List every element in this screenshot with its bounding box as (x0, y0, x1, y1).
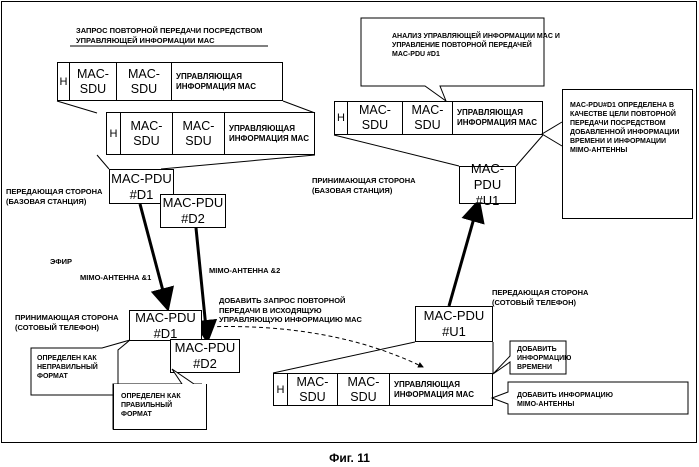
mac-frame-2: H MAC-SDU MAC-SDU УПРАВЛЯЮЩАЯИНФОРМАЦИЯ … (106, 112, 315, 155)
mac-sdu-cell: MAC-SDU (403, 102, 453, 134)
mac-sdu-cell: MAC-SDU (117, 63, 172, 100)
expand-line-2a (97, 155, 109, 169)
callout-add-mimo: ДОБАВИТЬ ИНФОРМАЦИЮ MIMO-АНТЕННЫ (517, 391, 613, 409)
callout-add-time: ДОБАВИТЬ ИНФОРМАЦИЮ ВРЕМЕНИ (517, 345, 571, 372)
mac-sdu-cell: MAC-SDU (288, 374, 338, 405)
callout-correct-format: ОПРЕДЕЛЕН КАК ПРАВИЛЬНЫЙ ФОРМАТ (121, 392, 181, 419)
mac-frame-phone: H MAC-SDU MAC-SDU УПРАВЛЯЮЩАЯИНФОРМАЦИЯ … (273, 373, 493, 406)
arrow-u1-air (449, 204, 478, 306)
mac-pdu-u1-tx: MAC-PDU#U1 (415, 306, 493, 342)
info-box-pointer (540, 120, 564, 150)
mac-pdu-d1-rx: MAC-PDU#D1 (129, 310, 202, 341)
mac-sdu-cell: MAC-SDU (338, 374, 390, 405)
mac-sdu-cell: MAC-SDU (173, 113, 225, 154)
rx-side-phone-label: ПРИНИМАЮЩАЯ СТОРОНА (СОТОВЫЙ ТЕЛЕФОН) (15, 313, 119, 332)
callout-analysis: АНАЛИЗ УПРАВЛЯЮЩЕЙ ИНФОРМАЦИИ MAC И УПРА… (392, 32, 560, 59)
mac-pdu-u1-rx: MAC-PDU#U1 (459, 166, 516, 204)
mimo-antenna-1-label: MIMO-АНТЕННА &1 (80, 273, 151, 283)
mac-sdu-cell: MAC-SDU (70, 63, 117, 100)
mimo-antenna-2-label: MIMO-АНТЕННА &2 (209, 266, 280, 276)
add-request-label: ДОБАВИТЬ ЗАПРОС ПОВТОРНОЙ ПЕРЕДАЧИ В ИСХ… (219, 296, 362, 325)
expand-line-4a (273, 342, 415, 373)
header-cell: H (58, 63, 70, 100)
callout-analysis-shape (360, 17, 546, 102)
mac-sdu-cell: MAC-SDU (348, 102, 403, 134)
mac-pdu-d2-tx: MAC-PDU#D2 (160, 194, 226, 228)
mac-control-info-cell: УПРАВЛЯЮЩАЯИНФОРМАЦИЯ MAC (225, 113, 314, 154)
tx-side-base-station-label: ПЕРЕДАЮЩАЯ СТОРОНА (БАЗОВАЯ СТАНЦИЯ) (6, 187, 102, 206)
title: ЗАПРОС ПОВТОРНОЙ ПЕРЕДАЧИ ПОСРЕДСТВОМ УП… (76, 26, 262, 45)
mac-control-info-cell: УПРАВЛЯЮЩАЯИНФОРМАЦИЯ MAC (390, 374, 492, 405)
header-cell: H (107, 113, 121, 154)
mac-sdu-cell: MAC-SDU (121, 113, 173, 154)
mac-frame-base-station: H MAC-SDU MAC-SDU УПРАВЛЯЮЩАЯИНФОРМАЦИЯ … (334, 101, 543, 135)
callout-wrong-format: ОПРЕДЕЛЕН КАК НЕПРАВИЛЬНЫЙ ФОРМАТ (37, 354, 98, 381)
mac-frame-1: H MAC-SDU MAC-SDU УПРАВЛЯЮЩАЯИНФОРМАЦИЯ … (57, 62, 283, 101)
mac-control-info-cell: УПРАВЛЯЮЩАЯИНФОРМАЦИЯ MAC (172, 63, 282, 100)
expand-line-3b (516, 135, 543, 166)
expand-line-3a (334, 135, 459, 166)
expand-line-2b (161, 155, 315, 169)
info-retransmission-target: MAC-PDU#D1 ОПРЕДЕЛЕНА В КАЧЕСТВЕ ЦЕЛИ ПО… (570, 101, 679, 155)
header-cell: H (274, 374, 288, 405)
expand-line-1a (57, 101, 97, 113)
air-label: ЭФИР (50, 257, 72, 267)
mac-control-info-cell: УПРАВЛЯЮЩАЯИНФОРМАЦИЯ MAC (453, 102, 542, 134)
tx-side-phone-label: ПЕРЕДАЮЩАЯ СТОРОНА (СОТОВЫЙ ТЕЛЕФОН) (492, 288, 588, 307)
header-cell: H (335, 102, 348, 134)
rx-side-base-station-label: ПРИНИМАЮЩАЯ СТОРОНА (БАЗОВАЯ СТАНЦИЯ) (312, 176, 416, 195)
figure-caption: Фиг. 11 (0, 451, 699, 465)
